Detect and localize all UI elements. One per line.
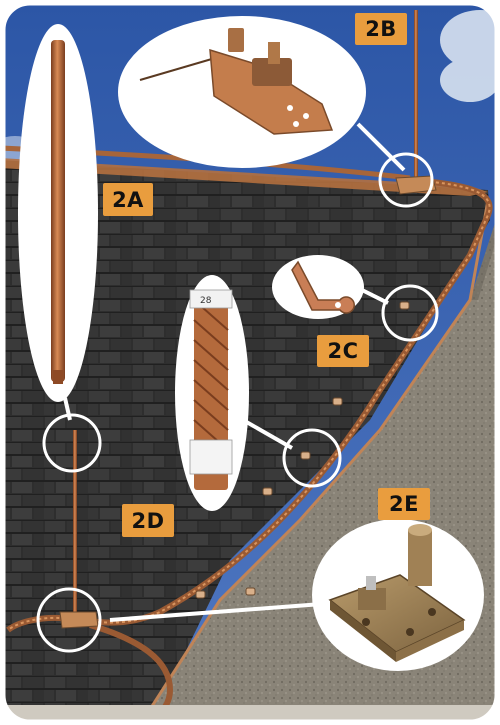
detail-2d-conductor-cable: 28 (175, 275, 249, 511)
lower-air-terminal-rod (73, 430, 77, 615)
detail-2c-cable-clip (272, 255, 364, 319)
label-2e: 2E (378, 488, 430, 520)
label-2b: 2B (355, 13, 407, 45)
air-terminal-rod (414, 10, 418, 178)
detail-2b-air-terminal-base (118, 16, 366, 168)
detail-2a-ground-rod (18, 24, 98, 402)
label-2c: 2C (317, 335, 369, 367)
lower-air-terminal-base (60, 612, 98, 628)
label-2d: 2D (122, 504, 174, 537)
label-2a: 2A (103, 183, 153, 216)
detail-2e-rod-clamp (312, 519, 484, 671)
cable-tag-text: 28 (200, 296, 212, 306)
